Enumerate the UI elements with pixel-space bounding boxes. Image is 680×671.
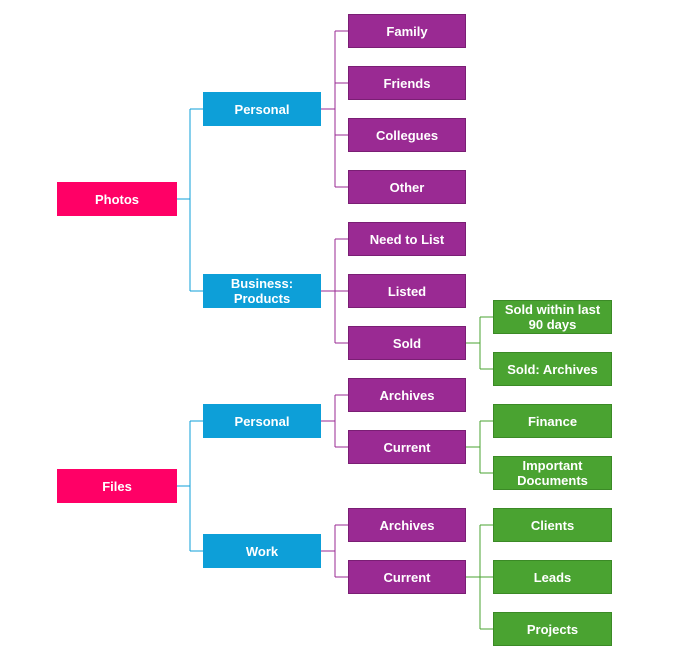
connector-work-current: [466, 524, 493, 630]
node-important-documents: Important Documents: [493, 456, 612, 490]
node-label: Sold within last 90 days: [504, 302, 601, 332]
node-listed: Listed: [348, 274, 466, 308]
node-leads: Leads: [493, 560, 612, 594]
node-label: Projects: [526, 621, 579, 637]
node-sold: Sold: [348, 326, 466, 360]
node-label: Friends: [383, 75, 431, 91]
node-clients: Clients: [493, 508, 612, 542]
connector-photos: [177, 108, 203, 292]
connector-files-current: [466, 420, 493, 474]
node-sold-recent: Sold within last 90 days: [493, 300, 612, 334]
node-label: Personal: [234, 413, 290, 429]
node-work-archives: Archives: [348, 508, 466, 542]
connector-photos-personal: [321, 30, 348, 188]
connector-work: [321, 524, 348, 578]
node-label: Sold: Archives: [507, 361, 598, 377]
node-label: Finance: [527, 413, 578, 429]
node-finance: Finance: [493, 404, 612, 438]
node-label: Archives: [379, 517, 435, 533]
connector-business: [321, 238, 348, 344]
node-label: Personal: [234, 101, 290, 117]
node-files-personal-current: Current: [348, 430, 466, 464]
node-label: Collegues: [375, 127, 439, 143]
node-work: Work: [203, 534, 321, 568]
node-label: Listed: [387, 283, 427, 299]
node-friends: Friends: [348, 66, 466, 100]
node-label: Family: [386, 23, 428, 39]
node-sold-archives: Sold: Archives: [493, 352, 612, 386]
node-family: Family: [348, 14, 466, 48]
node-files-personal: Personal: [203, 404, 321, 438]
node-photos-personal: Personal: [203, 92, 321, 126]
node-files-personal-archives: Archives: [348, 378, 466, 412]
node-label: Leads: [533, 569, 572, 585]
node-label: Sold: [392, 335, 422, 351]
node-need-to-list: Need to List: [348, 222, 466, 256]
node-label: Archives: [379, 387, 435, 403]
node-label: Business: Products: [230, 276, 294, 306]
node-label: Other: [389, 179, 425, 195]
node-label: Work: [245, 543, 279, 559]
node-label: Current: [383, 569, 431, 585]
node-label: Need to List: [369, 231, 445, 247]
node-files: Files: [57, 469, 177, 503]
node-label: Current: [383, 439, 431, 455]
node-work-current: Current: [348, 560, 466, 594]
node-projects: Projects: [493, 612, 612, 646]
node-label: Clients: [530, 517, 575, 533]
connector-files-personal: [321, 394, 348, 448]
node-label: Photos: [94, 191, 140, 207]
node-photos: Photos: [57, 182, 177, 216]
node-label: Important Documents: [517, 458, 588, 488]
node-label: Files: [102, 478, 132, 494]
node-collegues: Collegues: [348, 118, 466, 152]
node-other: Other: [348, 170, 466, 204]
connector-sold: [466, 316, 493, 370]
node-business-products: Business: Products: [203, 274, 321, 308]
connector-files: [177, 420, 203, 552]
